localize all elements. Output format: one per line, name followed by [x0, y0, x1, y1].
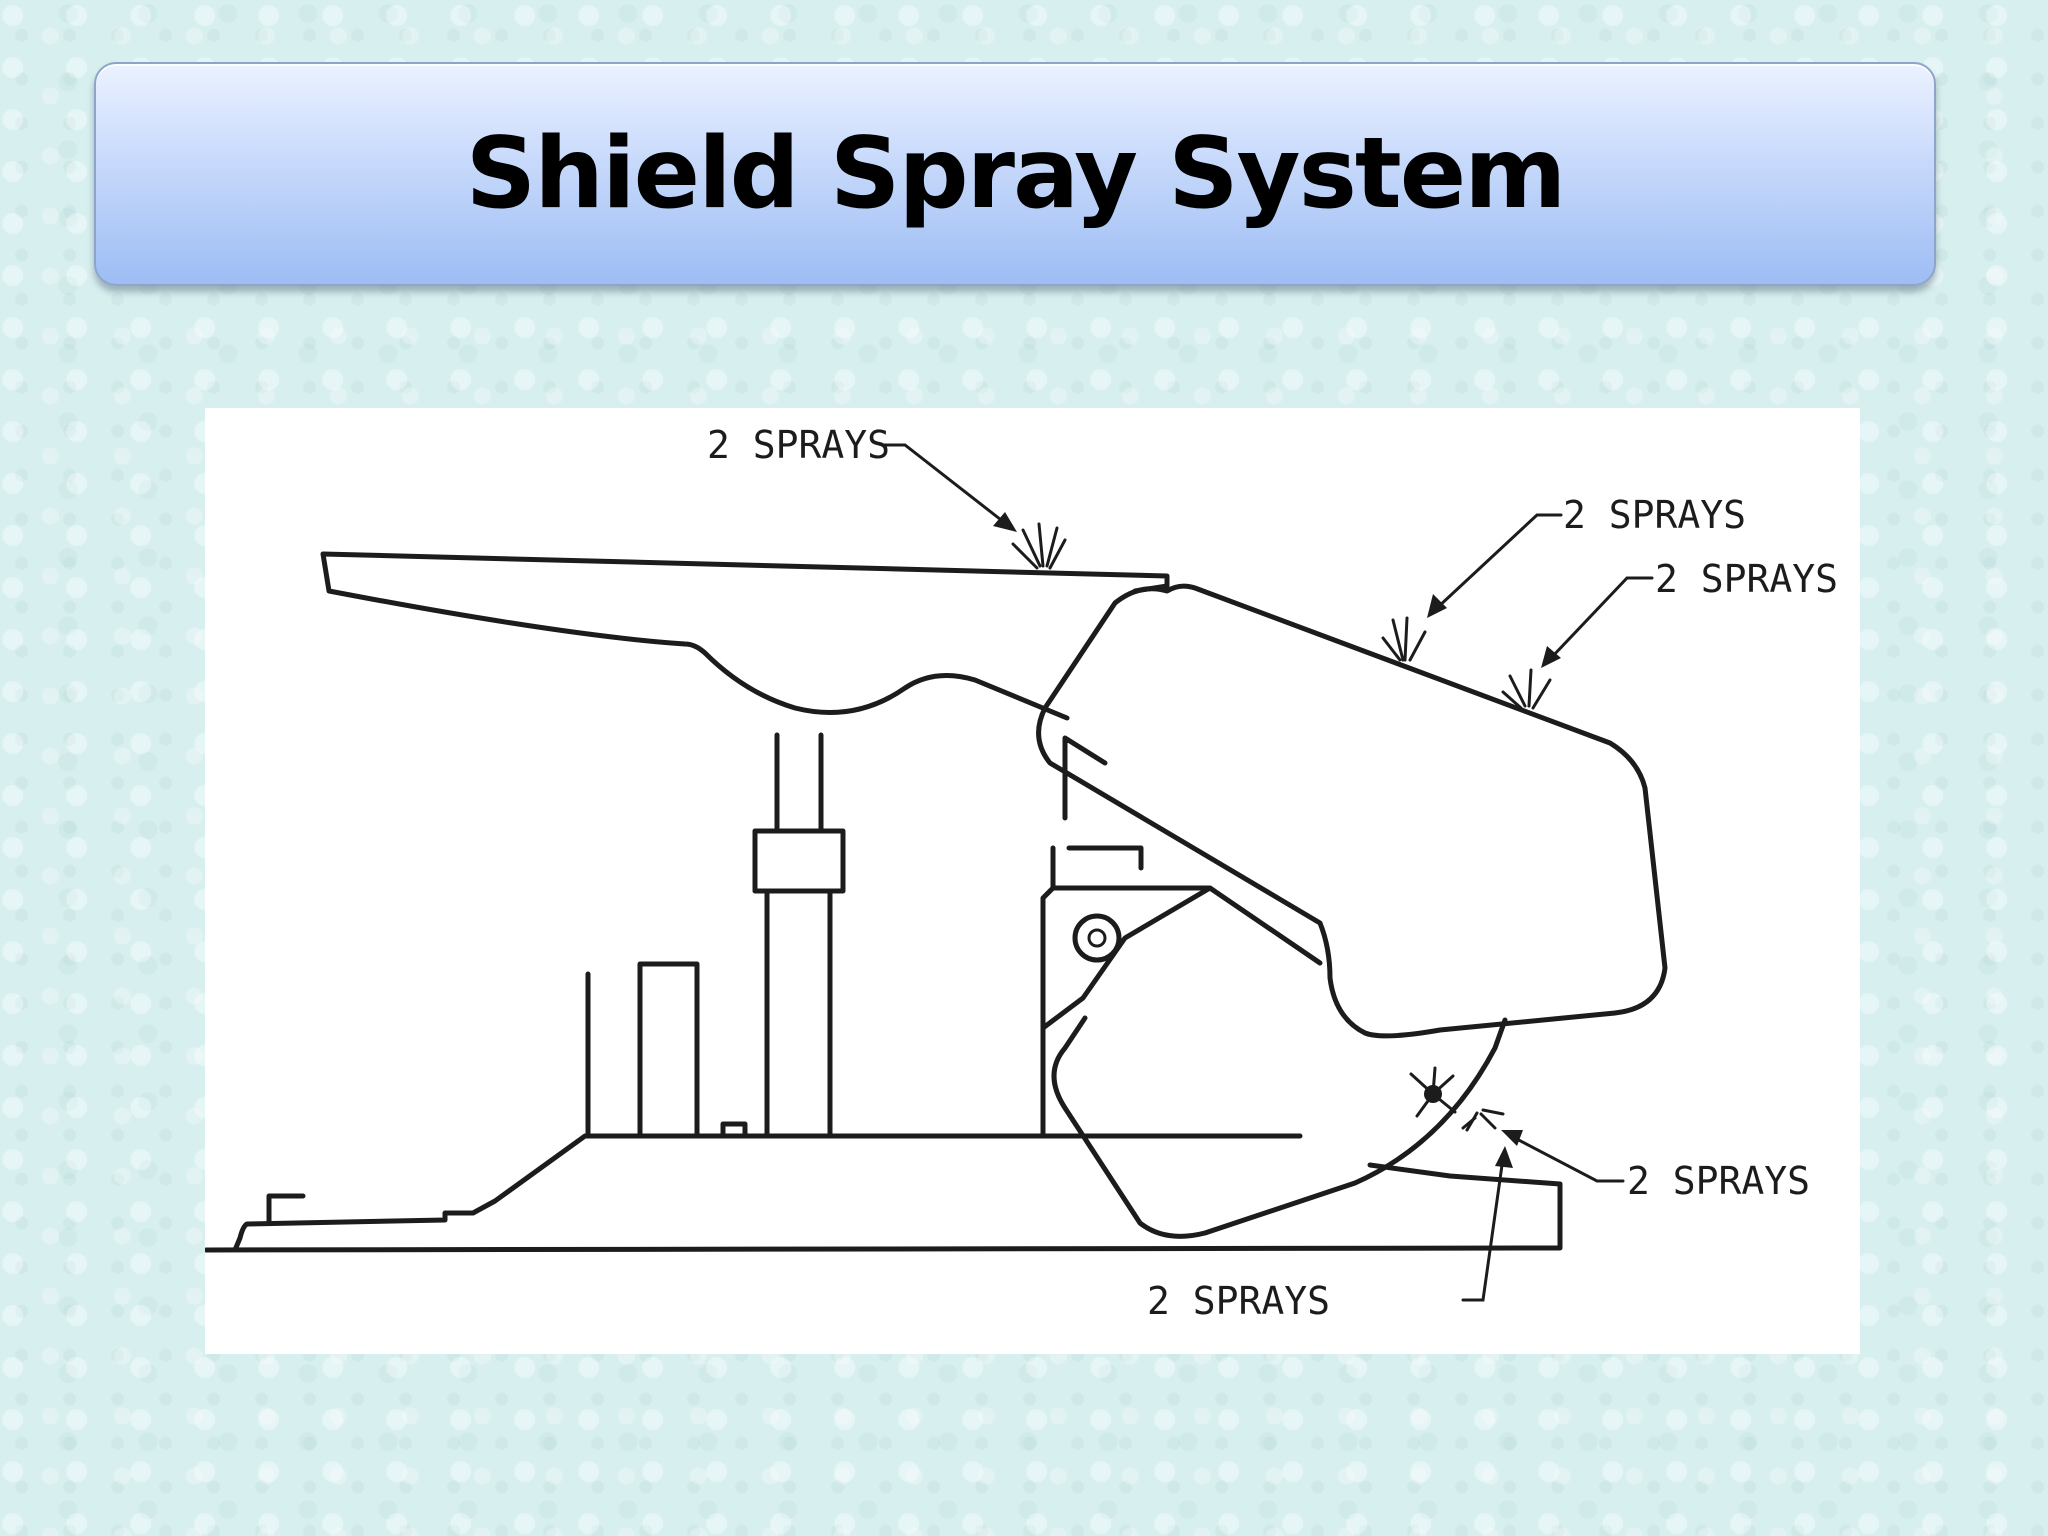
spray-marker-shield-2	[1501, 668, 1552, 710]
diagram-drawing: 2 SPRAYS 2 SPRAYS 2 SPRAYS 2 SPRAYS 2 SP…	[205, 423, 1838, 1323]
spray-label-shield-lower-right: 2 SPRAYS	[1627, 1159, 1810, 1203]
spray-label-shield-2: 2 SPRAYS	[1655, 557, 1838, 601]
canopy	[320, 551, 1170, 721]
spray-marker-canopy	[1011, 522, 1067, 570]
leader-shield-bottom	[1461, 1146, 1513, 1302]
pin-center	[1087, 928, 1107, 948]
spray-marker-shield-1	[1381, 616, 1427, 662]
leader-top-canopy	[881, 443, 1017, 532]
leader-shield-lower-right	[1501, 1130, 1625, 1183]
base-post-box	[637, 961, 700, 1139]
spray-marker-underside	[1409, 1066, 1505, 1132]
slide-title: Shield Spray System	[465, 117, 1567, 231]
shield	[1036, 583, 1668, 1039]
leader-shield-2	[1541, 576, 1654, 668]
spray-label-top-canopy: 2 SPRAYS	[707, 423, 890, 467]
leg-cylinder	[752, 732, 846, 1139]
base-bump	[720, 1121, 748, 1139]
lower-link	[1040, 735, 1508, 1239]
pin-joint	[1072, 913, 1122, 963]
shield-spray-diagram: 2 SPRAYS 2 SPRAYS 2 SPRAYS 2 SPRAYS 2 SP…	[205, 408, 1860, 1354]
base	[205, 1133, 1563, 1253]
spray-label-shield-1: 2 SPRAYS	[1563, 493, 1746, 537]
title-banner: Shield Spray System	[94, 62, 1936, 286]
leader-shield-1	[1427, 513, 1563, 618]
spray-label-shield-bottom: 2 SPRAYS	[1147, 1279, 1330, 1323]
